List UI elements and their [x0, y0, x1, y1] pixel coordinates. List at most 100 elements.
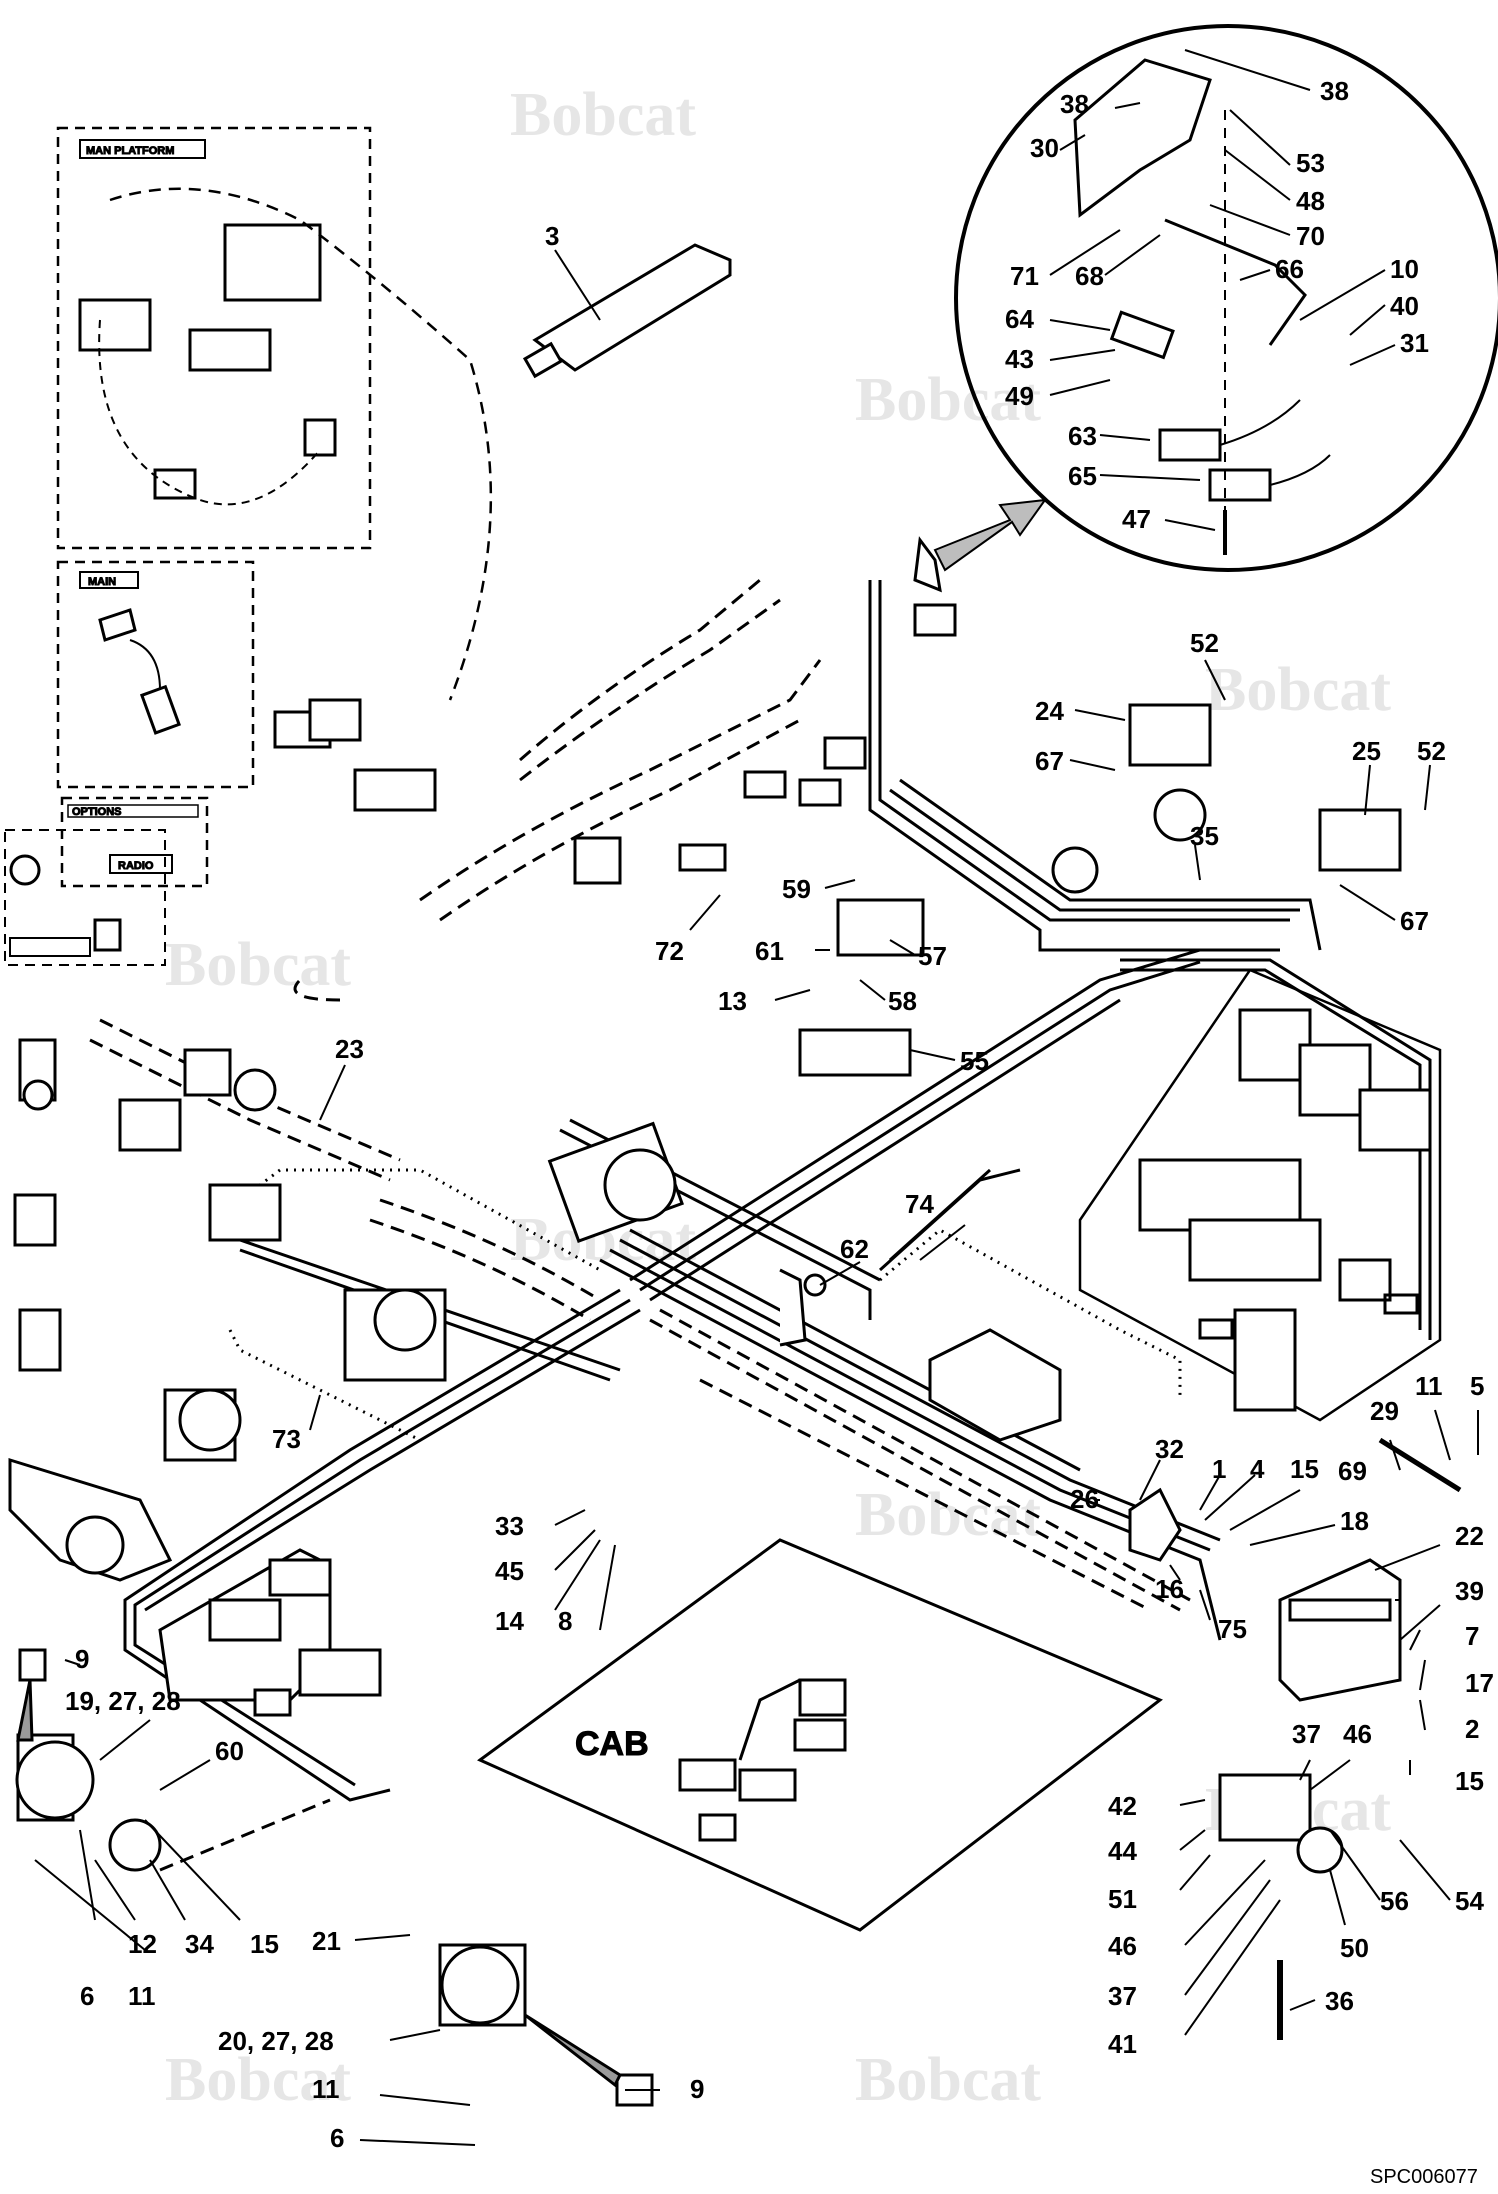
cab-connector [793, 1718, 847, 1752]
detail-inset [954, 24, 1498, 572]
callout-38: 38 [1060, 89, 1089, 119]
callout-14: 14 [495, 1606, 524, 1636]
callout-6: 6 [80, 1981, 94, 2011]
fuse-holder-63 [1158, 428, 1222, 462]
watermark: Bobcat [165, 931, 351, 999]
flywheel [65, 1515, 125, 1575]
callout-1: 1 [1212, 1454, 1226, 1484]
callout-65: 65 [1068, 461, 1097, 491]
detail-arrow [933, 498, 1048, 572]
battery-disconnect-50 [1296, 1826, 1344, 1874]
callout-58: 58 [888, 986, 917, 1016]
callout-31: 31 [1400, 328, 1429, 358]
sensor [18, 1308, 62, 1372]
alternator-pulley [373, 1288, 437, 1352]
callout-41: 41 [1108, 2029, 1137, 2059]
watermark: Bobcat [855, 1481, 1041, 1549]
dashed-harness-upper [293, 578, 822, 1002]
platform-label-box [79, 139, 206, 159]
gauge-sensor [1153, 788, 1207, 842]
watermark: Bobcat [1205, 656, 1391, 724]
key-switch [139, 684, 181, 735]
connector [823, 736, 867, 770]
buzzer [1051, 846, 1099, 894]
main-option-box [56, 560, 255, 789]
label-tag [1198, 1318, 1234, 1340]
detail-circle [954, 24, 1498, 572]
radio-option-box [60, 796, 209, 888]
callout-21: 21 [312, 1926, 341, 1956]
wire-lead [1219, 399, 1301, 446]
solenoid-valve [208, 1598, 282, 1642]
callout-3: 3 [545, 221, 559, 251]
light-cover-9 [18, 1648, 47, 1682]
callout-52: 52 [1417, 736, 1446, 766]
light-lens-19 [15, 1740, 95, 1820]
callout-75: 75 [1218, 1614, 1247, 1644]
callout-4: 4 [1250, 1454, 1265, 1484]
callout-66: 66 [1275, 254, 1304, 284]
callout-15: 15 [250, 1929, 279, 1959]
connector-cluster-55 [798, 1028, 912, 1077]
pump-motor [603, 1148, 677, 1222]
callout-11: 11 [312, 2074, 340, 2104]
callout-54: 54 [1455, 1886, 1484, 1916]
callout-8: 8 [558, 1606, 572, 1636]
light-lens-20 [440, 1945, 520, 2025]
callout-38: 38 [1320, 76, 1349, 106]
callout-70: 70 [1296, 221, 1325, 251]
upper-connectors [273, 536, 957, 885]
connector [678, 843, 727, 872]
callout-29: 29 [1370, 1396, 1399, 1426]
horn-34 [108, 1818, 162, 1872]
relay [1358, 1088, 1432, 1152]
platform-control-module [223, 223, 322, 302]
callout-20-27-28: 20, 27, 28 [218, 2026, 334, 2056]
callout-37: 37 [1108, 1981, 1137, 2011]
callout-19-27-28: 19, 27, 28 [65, 1686, 181, 1716]
callout-42: 42 [1108, 1791, 1137, 1821]
relay [183, 1048, 232, 1097]
bracket-62 [779, 1268, 807, 1347]
platform-plug [153, 468, 197, 500]
battery-cable-end-18 [1128, 1487, 1182, 1562]
platform-option-box [56, 126, 372, 550]
horn-connector [573, 836, 622, 885]
connector [308, 698, 362, 742]
connector [1338, 1258, 1392, 1302]
connector [798, 778, 842, 807]
relay [1298, 1043, 1372, 1117]
callout-32: 32 [1155, 1434, 1184, 1464]
disconnect-box-46 [1218, 1773, 1312, 1842]
starter-motor [208, 1183, 282, 1242]
callout-74: 74 [905, 1189, 934, 1219]
callout-15: 15 [1455, 1766, 1484, 1796]
options-label-box [67, 804, 199, 818]
callout-23: 23 [335, 1034, 364, 1064]
callout-49: 49 [1005, 381, 1034, 411]
callout-43: 43 [1005, 344, 1034, 374]
callout-57: 57 [918, 941, 947, 971]
relay-bracket-10 [1164, 218, 1307, 346]
callout-15: 15 [1290, 1454, 1319, 1484]
callout-17: 17 [1465, 1668, 1494, 1698]
callout-47: 47 [1122, 504, 1151, 534]
cab-connector [738, 1768, 797, 1802]
relay-module [1233, 1308, 1297, 1412]
callout-46: 46 [1108, 1931, 1137, 1961]
callout-36: 36 [1325, 1986, 1354, 2016]
center-module [779, 1268, 1062, 1442]
callout-56: 56 [1380, 1886, 1409, 1916]
callout-34: 34 [185, 1929, 214, 1959]
drawing-reference: SPC006077 [1370, 2166, 1478, 2188]
callout-45: 45 [495, 1556, 524, 1586]
callout-62: 62 [840, 1234, 869, 1264]
radio-label-box [109, 854, 173, 874]
options-label: OPTIONS [72, 806, 122, 818]
callout-33: 33 [495, 1511, 524, 1541]
callout-12: 12 [128, 1929, 157, 1959]
cab-outline [477, 1538, 1163, 1932]
callout-6: 6 [330, 2123, 344, 2153]
cab-connector [678, 1758, 737, 1792]
